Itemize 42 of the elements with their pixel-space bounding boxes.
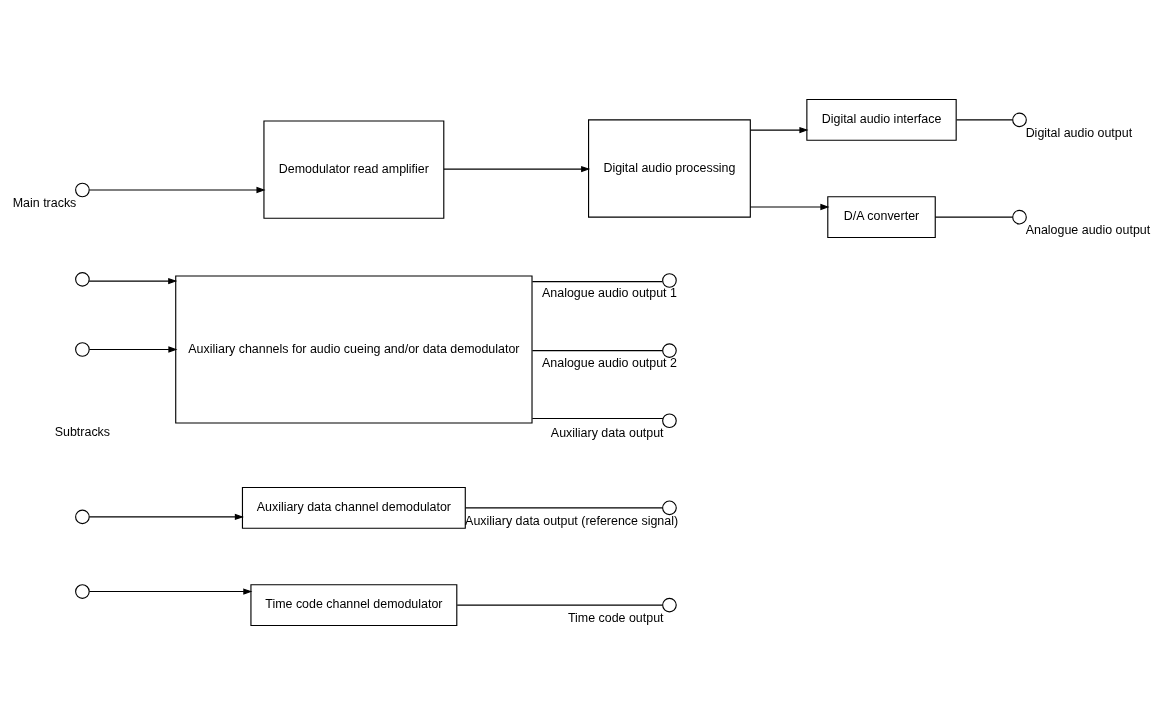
label: Subtracks xyxy=(54,424,111,439)
node-circle xyxy=(75,182,90,197)
arrow xyxy=(88,186,266,193)
node-circle xyxy=(75,583,90,599)
connector xyxy=(531,280,663,282)
connector xyxy=(934,216,1014,218)
connector xyxy=(956,118,1014,120)
node-circle xyxy=(662,272,677,288)
node-box: Demodulator read amplifier xyxy=(263,119,445,219)
node-box: Auxiliary channels for audio cueing and/or data demodulator xyxy=(175,274,533,424)
arrow xyxy=(749,126,809,133)
node-box: Digital audio processing xyxy=(588,118,751,218)
node-circle xyxy=(75,509,90,524)
connector xyxy=(531,349,663,351)
node-label: Analogue audio output 1 xyxy=(542,285,677,300)
arrow xyxy=(443,165,591,172)
node-label: Digital audio output xyxy=(1025,125,1133,140)
node-circle xyxy=(75,341,90,357)
node-label: Analogue audio output 2 xyxy=(542,355,677,370)
connector xyxy=(531,417,664,419)
node-box: Digital audio interface xyxy=(806,98,957,141)
node-circle xyxy=(662,597,677,612)
node-circle xyxy=(662,500,677,515)
arrow xyxy=(88,513,244,520)
node-label: Auxiliary data output xyxy=(550,425,664,440)
node-label: Main tracks xyxy=(12,195,77,210)
node-circle xyxy=(662,342,677,358)
node-circle xyxy=(662,412,677,428)
node-circle xyxy=(75,271,90,287)
node-circle xyxy=(1012,209,1027,224)
arrow xyxy=(88,587,253,595)
arrow xyxy=(88,345,178,353)
node-label: Time code output xyxy=(567,610,664,625)
arrow xyxy=(749,203,830,210)
connector xyxy=(465,506,663,508)
node-label: Analogue audio output xyxy=(1025,222,1151,237)
node-circle xyxy=(1012,112,1027,127)
connector xyxy=(456,604,663,606)
arrow xyxy=(88,277,178,284)
node-box: D/A converter xyxy=(827,195,936,238)
node-box: Time code channel demodulator xyxy=(250,583,458,626)
node-box: Auxiliary data channel demodulator xyxy=(241,486,466,529)
